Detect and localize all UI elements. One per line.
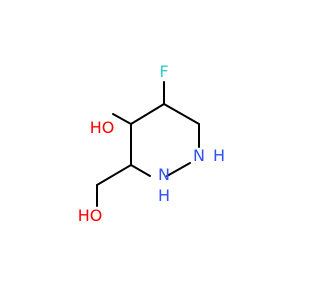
bond-c3-ch2 (96, 164, 132, 186)
atom-hydroxyl-ring: HO (90, 118, 115, 137)
bond-ring-c5-ch2 (163, 103, 200, 125)
structure-canvas: F HO N H N H HO (78, 62, 225, 225)
atom-nitrogen-1: N (193, 146, 205, 165)
atom-hydrogen-n1: H (213, 146, 225, 165)
molecule-diagram: F HO N H N H HO (78, 62, 225, 225)
atom-hydrogen-n2: H (158, 186, 170, 205)
atom-fluorine: F (159, 62, 168, 81)
bond-ring-n1-n2 (166, 162, 191, 177)
atom-hydroxyl-chain: HO (78, 206, 103, 225)
bond-c4-oh (112, 113, 132, 125)
bond-ring-c4-c5 (130, 103, 165, 125)
bond-ring-n2-c3 (130, 164, 151, 177)
atom-nitrogen-2: N (158, 165, 170, 184)
